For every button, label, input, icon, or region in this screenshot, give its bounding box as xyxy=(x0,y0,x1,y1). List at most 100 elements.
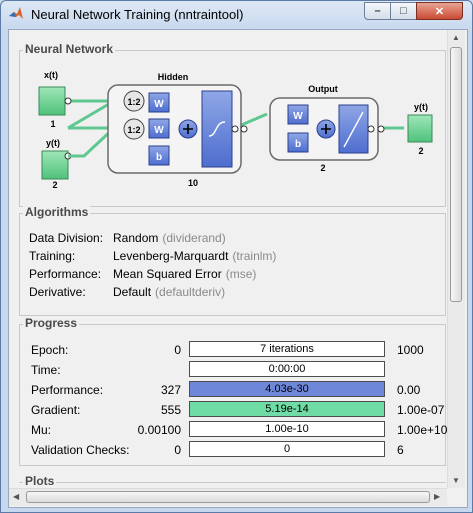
progress-bar-mu: 1.00e-10 xyxy=(189,421,385,437)
progress-end-performance: 0.00 xyxy=(397,383,421,397)
progress-label-time: Time: xyxy=(31,363,61,377)
algorithm-label: Training: xyxy=(29,249,76,263)
output-weight xyxy=(287,104,309,125)
algorithm-label: Data Division: xyxy=(29,231,104,245)
tdl-label-2: 1:2 xyxy=(127,125,140,135)
network-diagram: x(t) 1 y(t) 2 Hidden 1:2 1:2 W W b xyxy=(38,70,433,190)
progress-value-time: 0:00:00 xyxy=(268,363,306,375)
input-x-node xyxy=(38,86,66,116)
hidden-bias-label: b xyxy=(156,152,162,163)
progress-fill-gradient xyxy=(190,402,384,416)
net-out-port xyxy=(377,125,385,133)
panel-title-progress: Progress xyxy=(23,316,80,330)
progress-label-mu: Mu: xyxy=(31,423,52,437)
input-x-size: 1 xyxy=(50,119,55,129)
output-weight-label: W xyxy=(293,111,303,122)
progress-value-validation-checks: 0 xyxy=(283,443,291,455)
progress-start-mu: 0.00100 xyxy=(137,423,181,437)
algorithm-function: (dividerand) xyxy=(162,231,226,245)
matlab-logo-icon xyxy=(9,7,23,19)
minimize-button[interactable]: – xyxy=(364,2,391,20)
progress-fill-performance xyxy=(190,382,384,396)
output-node-size: 2 xyxy=(418,146,423,156)
input-y-label: y(t) xyxy=(46,138,60,148)
vertical-scrollbar[interactable]: ▲ ▼ xyxy=(447,30,465,488)
scroll-up-icon[interactable]: ▲ xyxy=(452,33,460,42)
hidden-weight-1 xyxy=(148,92,170,113)
algorithm-label: Performance: xyxy=(29,267,102,281)
output-bias-label: b xyxy=(295,139,301,150)
scroll-right-icon[interactable]: ▶ xyxy=(434,492,441,501)
algorithms-box xyxy=(19,214,446,316)
scroll-left-icon[interactable]: ◀ xyxy=(13,492,20,501)
close-button[interactable]: ✕ xyxy=(416,2,463,20)
progress-bar-time: 0:00:00 xyxy=(189,361,385,377)
progress-value-performance: 4.03e-30 xyxy=(265,383,309,395)
hidden-weight-1-label: W xyxy=(154,99,164,110)
hidden-size: 10 xyxy=(188,178,198,188)
title-bar[interactable]: Neural Network Training (nntraintool) – … xyxy=(1,1,472,29)
panel-title-algorithms: Algorithms xyxy=(23,205,91,219)
hidden-weight-2 xyxy=(148,118,170,139)
progress-start-epoch: 0 xyxy=(174,343,181,357)
maximize-button[interactable]: □ xyxy=(390,2,417,20)
output-node-label: y(t) xyxy=(414,102,428,112)
progress-start-validation-checks: 0 xyxy=(174,443,181,457)
output-in-port xyxy=(240,125,248,133)
progress-value-mu: 1.00e-10 xyxy=(265,423,309,435)
progress-box xyxy=(19,325,446,466)
output-bias xyxy=(287,132,309,153)
progress-label-validation-checks: Validation Checks: xyxy=(31,443,130,457)
client-area: Neural Network xyxy=(8,29,468,508)
algorithm-value: Default xyxy=(113,285,152,299)
vertical-scroll-thumb[interactable] xyxy=(450,47,462,302)
progress-end-epoch: 1000 xyxy=(397,343,424,357)
window-title: Neural Network Training (nntraintool) xyxy=(31,7,244,22)
panel-title-plots: Plots xyxy=(23,474,57,488)
hidden-weight-2-label: W xyxy=(154,125,164,136)
progress-label-performance: Performance: xyxy=(31,383,104,397)
progress-label-gradient: Gradient: xyxy=(31,403,81,417)
algorithms-panel: Algorithms Data Division: Random(dividera… xyxy=(19,205,446,316)
algorithm-value: Random xyxy=(113,231,159,245)
algorithm-row-performance: Performance: Mean Squared Error(mse) xyxy=(29,267,256,281)
algorithm-row-training: Training: Levenberg-Marquardt(trainlm) xyxy=(29,249,276,263)
scroll-down-icon[interactable]: ▼ xyxy=(452,476,460,485)
algorithm-function: (defaultderiv) xyxy=(155,285,226,299)
progress-end-mu: 1.00e+10 xyxy=(397,423,448,437)
output-node xyxy=(407,114,433,143)
panel-title-neural-network: Neural Network xyxy=(23,42,116,56)
progress-start-gradient: 555 xyxy=(160,403,181,417)
progress-value-epoch: 7 iterations xyxy=(260,343,314,355)
hidden-layer-title: Hidden xyxy=(158,72,189,82)
input-y-size: 2 xyxy=(52,180,57,190)
progress-bar-gradient: 5.19e-14 xyxy=(189,401,385,417)
progress-bar-epoch: 7 iterations xyxy=(189,341,385,357)
neural-network-panel: Neural Network xyxy=(19,42,446,207)
progress-bar-performance: 4.03e-30 xyxy=(189,381,385,397)
algorithm-row-derivative: Derivative: Default(defaultderiv) xyxy=(29,285,225,299)
plus-icon xyxy=(183,124,193,134)
horizontal-scroll-thumb[interactable] xyxy=(26,491,430,503)
input-x-port xyxy=(64,97,72,105)
progress-value-gradient: 5.19e-14 xyxy=(265,403,309,415)
maximize-icon: □ xyxy=(400,5,407,17)
algorithm-label: Derivative: xyxy=(29,285,86,299)
algorithm-value: Levenberg-Marquardt xyxy=(113,249,229,263)
purelin-line-icon xyxy=(343,111,364,148)
algorithm-function: (trainlm) xyxy=(232,249,277,263)
hidden-bias xyxy=(148,145,170,166)
minimize-icon: – xyxy=(374,5,381,17)
tdl-delay-2 xyxy=(123,118,145,140)
algorithm-function: (mse) xyxy=(225,267,257,281)
plus-icon xyxy=(321,124,331,134)
input-y-link xyxy=(68,126,116,158)
output-out-port xyxy=(367,125,375,133)
horizontal-scrollbar[interactable]: ◀ ▶ xyxy=(9,488,447,506)
output-size: 2 xyxy=(320,163,325,173)
neural-network-box xyxy=(19,51,446,207)
progress-end-gradient: 1.00e-07 xyxy=(397,403,445,417)
algorithm-value: Mean Squared Error xyxy=(113,267,222,281)
